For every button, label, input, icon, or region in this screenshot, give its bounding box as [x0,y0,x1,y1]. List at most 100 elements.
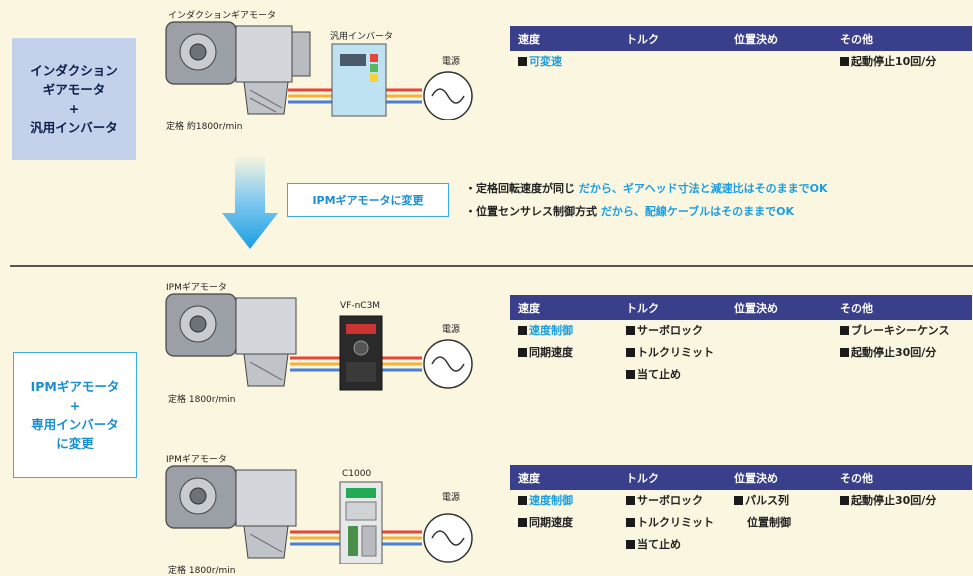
bullet-square-icon [840,326,849,335]
bullet-square-icon [518,348,527,357]
note-2-prefix: ・位置センサレス制御方式 [465,205,601,218]
general-inverter-icon [331,43,387,117]
power-source-icon-2 [423,513,473,563]
induction-motor-caption: インダクションギアモータ [168,11,277,21]
inverter-caption-vfnc3m: VF-nC3M [340,301,381,311]
speed-item-label: 可変速 [529,55,562,68]
header-other: その他 [840,301,873,315]
inverter-caption-c1000: C1000 [342,469,372,479]
power-source-icon [423,71,473,120]
ipm-motor-caption-2: IPMギアモータ [166,455,227,465]
positioning-item-label: パルス列 [745,494,789,507]
header-other: その他 [840,32,873,46]
torque-item-label: トルクリミット [637,346,714,359]
power-caption-1: 電源 [442,325,461,335]
other-item-label: 起動停止30回/分 [851,346,937,359]
other-item-label: 起動停止30回/分 [851,494,937,507]
header-torque: トルク [626,32,659,46]
speed-item: 同期速度 [518,342,573,364]
positioning-item: パルス列 [734,490,789,512]
other-item: ブレーキシーケンス [840,320,949,342]
speed-item-label: 速度制御 [529,494,573,507]
ipm-gear-motor-icon [165,293,297,387]
spec-header-row: 速度 トルク 位置決め その他 [510,295,972,320]
change-to-ipm-box: IPMギアモータに変更 [287,183,449,217]
speed-item: 可変速 [518,51,562,73]
power-caption-before: 電源 [442,57,461,67]
header-positioning: 位置決め [734,301,778,315]
torque-item: トルクリミット [626,512,714,534]
section-divider [10,265,973,267]
down-arrow-icon [222,155,278,249]
speed-item-label: 同期速度 [529,516,573,529]
positioning-item-label: 位置制御 [747,516,791,529]
c1000-inverter-icon [339,481,383,564]
bullet-square-icon [518,326,527,335]
note-1: ・定格回転速度が同じ だから、ギアヘッド寸法と減速比はそのままでOK [465,180,828,196]
general-inverter-caption: 汎用インバータ [330,32,394,42]
wires-before [288,88,422,104]
bullet-square-icon [626,496,635,505]
speed-item-label: 速度制御 [529,324,573,337]
bullet-square-icon [626,518,635,527]
header-positioning: 位置決め [734,471,778,485]
bullet-square-icon [626,540,635,549]
bullet-square-icon [626,370,635,379]
ipm-gear-motor-icon [165,465,297,559]
spec-table-before: 速度 トルク 位置決め その他 可変速 起動停止10回/分 [510,26,972,81]
speed-item: 同期速度 [518,512,573,534]
header-other: その他 [840,471,873,485]
torque-item: トルクリミット [626,342,714,364]
other-item-label: ブレーキシーケンス [851,324,950,337]
bullet-square-icon [840,57,849,66]
spec-header-row: 速度 トルク 位置決め その他 [510,465,972,490]
rating-1: 定格 1800r/min [168,395,236,405]
note-1-emphasis: だから、ギアヘッド寸法と減速比はそのままでOK [578,182,828,195]
note-1-prefix: ・定格回転速度が同じ [465,182,579,195]
torque-item: 当て止め [626,364,681,386]
torque-item-label: サーボロック [637,324,703,337]
other-item-label: 起動停止10回/分 [851,55,937,68]
spec-body-before: 可変速 起動停止10回/分 [510,51,972,81]
rating-before: 定格 約1800r/min [166,122,243,132]
note-2: ・位置センサレス制御方式 だから、配線ケーブルはそのままでOK [465,203,794,219]
torque-item-label: トルクリミット [637,516,714,529]
header-positioning: 位置決め [734,32,778,46]
before-config-label: インダクション ギアモータ + 汎用インバータ [12,38,136,160]
ipm-motor-caption-1: IPMギアモータ [166,283,227,293]
bullet-square-icon [840,496,849,505]
bullet-square-icon [518,518,527,527]
torque-item: サーボロック [626,490,703,512]
vfnc3m-inverter-icon [339,315,383,391]
speed-item: 速度制御 [518,490,573,512]
header-speed: 速度 [518,471,540,485]
header-torque: トルク [626,471,659,485]
bullet-square-icon [734,496,743,505]
note-2-emphasis: だから、配線ケーブルはそのままでOK [600,205,795,218]
torque-item: 当て止め [626,534,681,556]
rating-2: 定格 1800r/min [168,566,236,576]
torque-item-label: 当て止め [637,538,681,551]
spec-table-c1000: 速度 トルク 位置決め その他 速度制御同期速度 サーボロックトルクリミット当て止… [510,465,972,564]
induction-gear-motor-icon [165,21,311,115]
bullet-square-icon [518,57,527,66]
wires-2 [290,530,422,546]
induction-system-drawing [165,21,473,120]
speed-item: 速度制御 [518,320,573,342]
bullet-square-icon [518,496,527,505]
other-item: 起動停止30回/分 [840,342,936,364]
positioning-item: 位置制御 [734,512,791,534]
ipm-system-drawing-2 [165,465,473,564]
wires-1 [290,356,422,372]
header-speed: 速度 [518,32,540,46]
after-config-label: IPMギアモータ + 専用インバータ に変更 [13,352,137,478]
torque-item: サーボロック [626,320,703,342]
speed-item-label: 同期速度 [529,346,573,359]
bullet-square-icon [626,326,635,335]
torque-item-label: サーボロック [637,494,703,507]
bullet-square-icon [626,348,635,357]
torque-item-label: 当て止め [637,368,681,381]
ipm-system-drawing-1 [165,293,473,391]
spec-header-row: 速度 トルク 位置決め その他 [510,26,972,51]
spec-body-vfnc3m: 速度制御同期速度 サーボロックトルクリミット当て止め ブレーキシーケンス起動停止30… [510,320,972,394]
